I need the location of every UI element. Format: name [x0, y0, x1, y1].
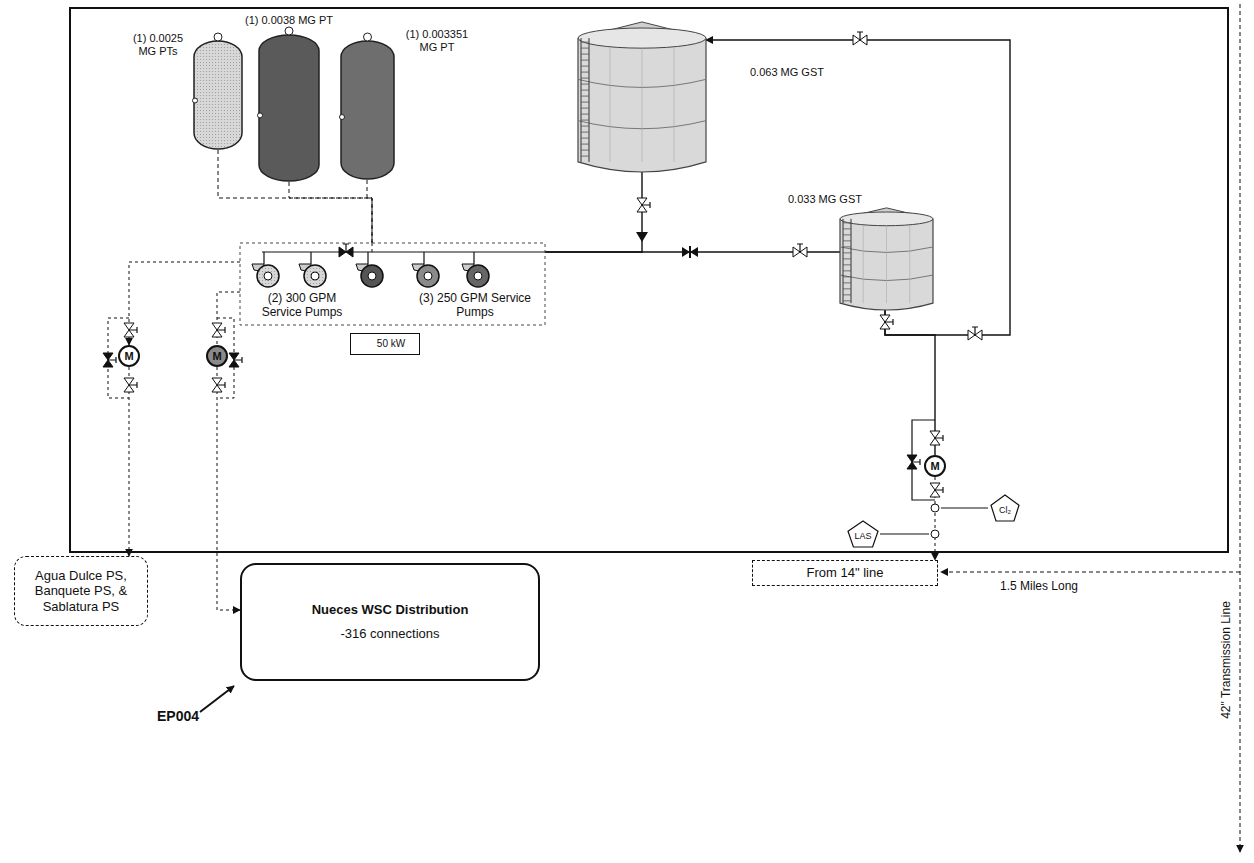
- pipe-line: [941, 508, 988, 509]
- valve-symbol: [124, 323, 137, 337]
- valve-symbol: [968, 327, 982, 340]
- flow-meter: M: [924, 455, 946, 477]
- valve-symbol: [930, 431, 943, 445]
- valve-symbol: [930, 483, 943, 497]
- pressure-tank-shape: [258, 34, 320, 182]
- valve-symbol: [637, 198, 650, 212]
- valve-symbol: [103, 353, 116, 367]
- valve-symbol: [907, 455, 920, 469]
- valve-symbol: [212, 323, 225, 337]
- line-label: 42" Transmission Line: [1219, 596, 1233, 724]
- generator-box: 50 kW: [350, 333, 420, 355]
- node-label: 0.063 MG GST: [750, 66, 850, 79]
- pipe-connector: [706, 40, 1010, 335]
- pump-symbol: [299, 264, 326, 287]
- endpoint-label: EP004: [157, 708, 199, 724]
- node-label: 0.033 MG GST: [788, 193, 878, 206]
- pipe-line: [263, 252, 264, 264]
- node-label: Nueces WSC Distribution: [312, 602, 469, 618]
- pump-symbol: [356, 264, 383, 287]
- storage-tank: 0.033 MG GST: [840, 212, 933, 310]
- valve-symbol: [212, 378, 225, 392]
- pipe-connector: [545, 172, 642, 252]
- storage-tank-shape: [840, 212, 933, 310]
- pipe-line: [367, 252, 368, 264]
- valve-symbol: [853, 32, 867, 45]
- pipe-line: [423, 252, 424, 264]
- node-label: Agua Dulce PS, Banquete PS, & Sablatura …: [23, 568, 139, 615]
- node-label: M: [212, 351, 221, 362]
- pipe-connector: [885, 310, 935, 455]
- pump-symbol: [252, 264, 279, 287]
- valve-symbol: [793, 244, 807, 257]
- node-label: (1) 0.0025 MG PTs: [127, 32, 189, 58]
- length-label: 1.5 Miles Long: [1000, 579, 1078, 593]
- distribution-box: Nueces WSC Distribution -316 connections: [240, 563, 540, 681]
- valve-symbol: [339, 244, 353, 257]
- source-box: From 14" line: [752, 560, 938, 586]
- node-sublabel: -316 connections: [340, 626, 439, 642]
- pump-symbol: [412, 264, 439, 287]
- pressure-tank: (1) 0.0038 MG PT: [258, 34, 320, 182]
- plant-boundary: [70, 8, 1228, 552]
- node-label: (2) 300 GPM Service Pumps: [246, 291, 358, 320]
- node-label: (3) 250 GPM Service Pumps: [415, 291, 535, 320]
- pipe-connector: [129, 262, 240, 345]
- pressure-tank-shape: [340, 40, 395, 180]
- pipe-connector: [367, 180, 372, 243]
- pipe-line: [262, 251, 545, 252]
- storage-tank-shape: [578, 28, 706, 172]
- chemical-feed: LAS: [847, 520, 879, 548]
- ep-leader: [200, 686, 234, 712]
- valve-symbol: [124, 378, 137, 392]
- check-valve: [682, 246, 698, 258]
- node-label: M: [930, 461, 939, 472]
- pipe-line: [372, 243, 373, 252]
- pressure-tank: (1) 0.0025 MG PTs: [193, 40, 243, 150]
- node-label: (1) 0.003351 MG PT: [399, 28, 475, 54]
- transmission-line: [1240, 4, 1241, 852]
- pressure-tank: (1) 0.003351 MG PT: [340, 40, 395, 180]
- node-label: LAS: [854, 528, 871, 541]
- flow-meter: M: [118, 345, 140, 367]
- valve-symbol: [229, 353, 242, 367]
- pipe-connector: [289, 182, 372, 243]
- flow-meter: M: [206, 345, 228, 367]
- pump-station-box: Agua Dulce PS, Banquete PS, & Sablatura …: [14, 556, 148, 626]
- storage-tank: 0.063 MG GST: [578, 28, 706, 172]
- feed-line: [941, 572, 1240, 573]
- pipe-line: [473, 252, 474, 264]
- node-label: From 14" line: [807, 565, 884, 581]
- valve-symbol: [880, 315, 893, 329]
- chemical-feed: Cl₂: [990, 494, 1020, 522]
- pressure-tank-shape: [193, 40, 243, 150]
- node-label: 50 kW: [377, 338, 405, 350]
- pipe-line: [880, 534, 929, 535]
- node-label: (1) 0.0038 MG PT: [228, 14, 350, 27]
- node-label: Cl₂: [999, 502, 1011, 515]
- pump-group: (2) 300 GPM Service Pumps (3) 250 GPM Ser…: [240, 243, 545, 325]
- pipe-connector: [129, 367, 130, 556]
- node-label: M: [124, 351, 133, 362]
- pipe-line: [310, 252, 311, 264]
- pipe-connector: [217, 367, 240, 610]
- pump-symbol: [462, 264, 489, 287]
